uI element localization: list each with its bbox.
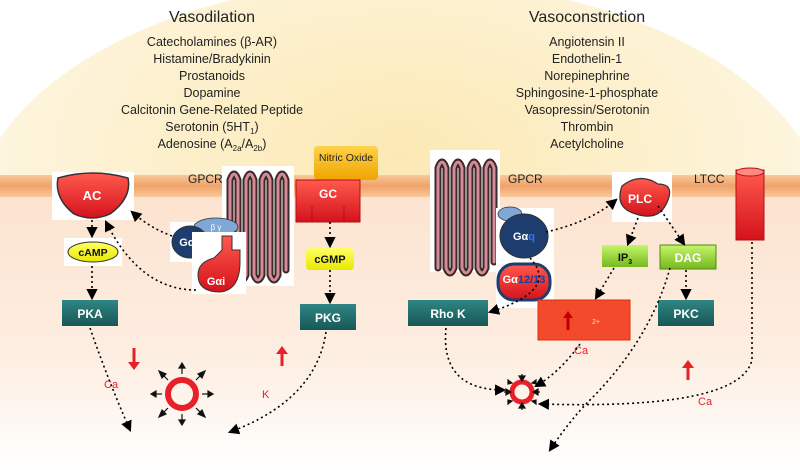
right-pathway-arrows <box>444 198 753 452</box>
ca-superscript: 2+ <box>592 319 600 326</box>
gaq-label: Gαq <box>513 231 535 243</box>
pkg-node: PKG <box>300 304 356 330</box>
vasoconstriction-title: Vasoconstriction <box>529 9 645 26</box>
gpcr-receptor-right <box>430 150 500 277</box>
g-alpha-i: Gαi <box>192 232 246 294</box>
ip3-label: IP3 <box>618 252 632 266</box>
k-label: K <box>262 389 270 401</box>
pka-label: PKA <box>77 307 103 321</box>
ltcc-channel <box>735 167 765 241</box>
pkc-label: PKC <box>673 307 699 321</box>
g-alpha-q <box>499 213 549 259</box>
adenylyl-cyclase: AC <box>52 172 134 220</box>
pkg-label: PKG <box>315 311 341 325</box>
ip3-node: IP3 <box>602 245 648 267</box>
g-protein-right: Gαq Gα12/13 <box>496 206 554 308</box>
camp-label: cAMP <box>78 247 107 259</box>
ca-increase-arrow-right <box>682 360 694 380</box>
ca-label-store: Ca <box>574 345 589 357</box>
agonist-norepinephrine: Norepinephrine <box>544 69 630 83</box>
gpcr-label-left: GPCR <box>188 172 223 186</box>
agonist-angiotensin: Angiotensin II <box>549 35 625 49</box>
gpcr-label-right: GPCR <box>508 172 543 186</box>
plc-node: PLC <box>612 172 672 222</box>
agonist-histamine: Histamine/Bradykinin <box>153 52 270 66</box>
g-alpha-12-13 <box>496 262 552 302</box>
agonist-serotonin-5ht1: Serotonin (5HT1) <box>165 120 258 136</box>
agonist-adenosine: Adenosine (A2a/A2b) <box>158 137 267 153</box>
gbg-label-left: β γ <box>211 223 222 232</box>
dag-label: DAG <box>675 251 702 265</box>
pkc-node: PKC <box>658 300 714 326</box>
agonist-s1p: Sphingosine-1-phosphate <box>516 86 659 100</box>
agonist-vasopressin: Vasopressin/Serotonin <box>525 103 650 117</box>
agonist-thrombin: Thrombin <box>561 120 614 134</box>
relaxation-ring <box>149 361 215 427</box>
ac-label: AC <box>83 188 102 203</box>
gc-label: GC <box>319 187 337 201</box>
rhok-label: Rho K <box>430 307 466 321</box>
agonist-catecholamines: Catecholamines (β-AR) <box>147 35 277 49</box>
contraction-ring <box>504 374 540 410</box>
camp-node: cAMP <box>64 238 122 266</box>
cytoplasm <box>0 195 800 470</box>
agonist-cgrp: Calcitonin Gene-Related Peptide <box>121 103 303 117</box>
ca-label-right: Ca <box>698 396 713 408</box>
ca-store: 2+ <box>537 299 631 341</box>
nitric-oxide-node: Nitric Oxide <box>314 146 378 180</box>
ca-decrease-arrow <box>128 348 140 370</box>
ltcc-label: LTCC <box>694 172 725 186</box>
left-pathway-arrows <box>86 210 336 435</box>
no-label: Nitric Oxide <box>319 152 373 164</box>
agonist-prostanoids: Prostanoids <box>179 69 245 83</box>
rho-kinase-node: Rho K <box>408 300 488 326</box>
cgmp-label: cGMP <box>314 254 345 266</box>
guanylyl-cyclase: GC <box>295 179 361 223</box>
k-increase-arrow <box>276 346 288 366</box>
agonist-dopamine: Dopamine <box>184 86 241 100</box>
vasodilation-title: Vasodilation <box>169 9 255 26</box>
plc-label: PLC <box>628 192 652 206</box>
agonist-endothelin: Endothelin-1 <box>552 52 622 66</box>
agonist-acetylcholine: Acetylcholine <box>550 137 624 151</box>
cgmp-node: cGMP <box>306 248 354 270</box>
gai-label: Gαi <box>207 276 225 288</box>
dag-node: DAG <box>659 244 717 270</box>
cell-membrane <box>0 175 800 197</box>
pka-node: PKA <box>62 300 118 326</box>
